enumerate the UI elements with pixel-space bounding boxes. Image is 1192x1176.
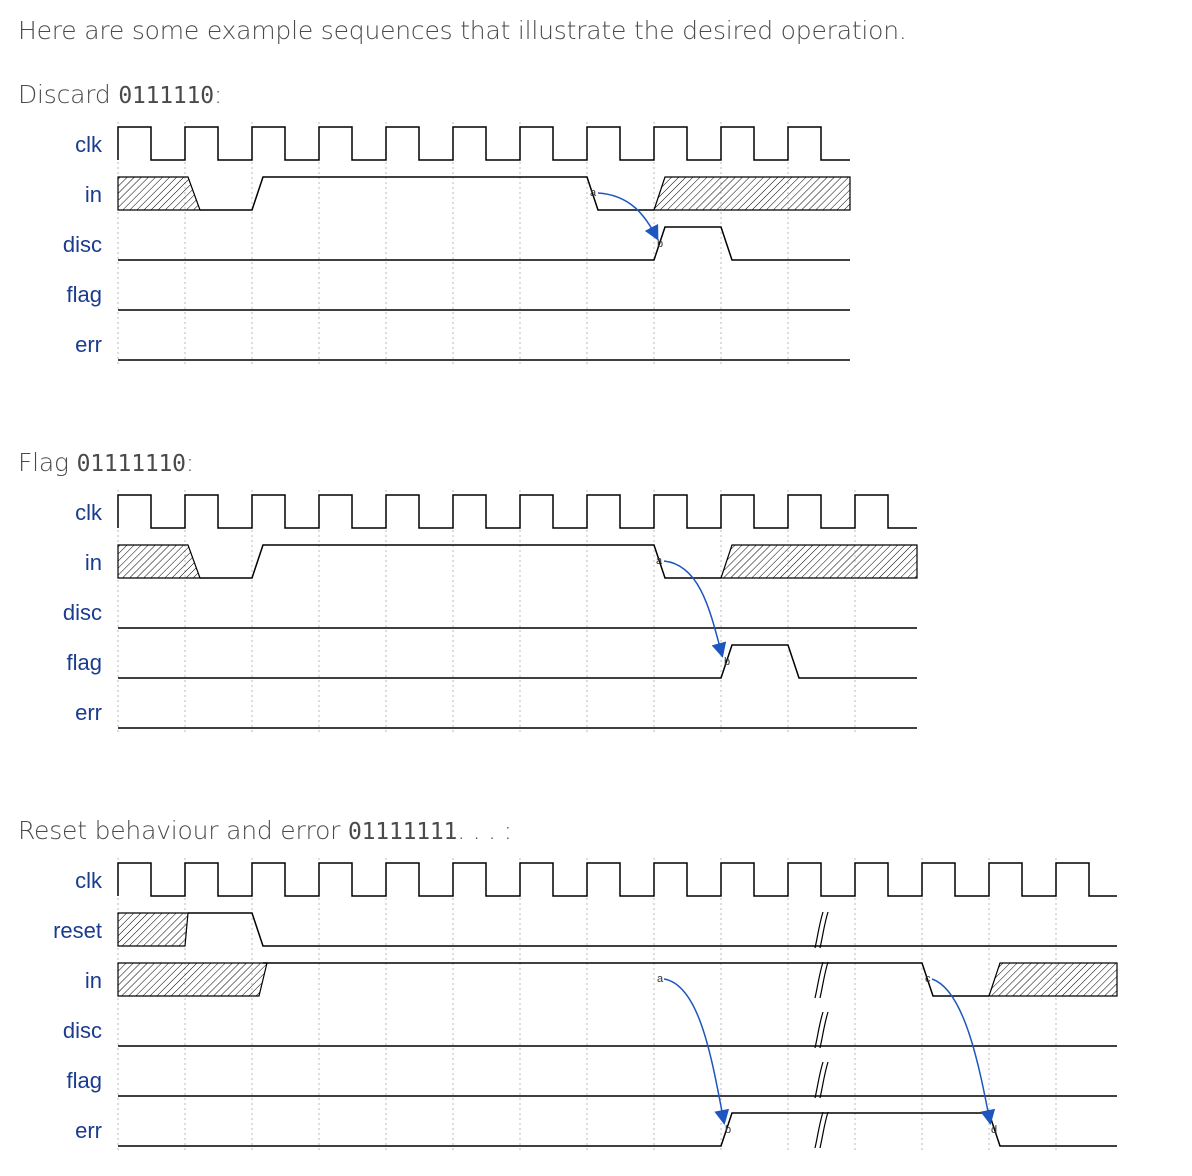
reset-label-in: in [85, 968, 102, 993]
discard-arrow-a-b [597, 192, 659, 241]
flag-title-code: 01111110 [76, 451, 186, 477]
discard-title: Discard 0111110: [18, 80, 222, 109]
discard-title-text: Discard [18, 80, 119, 109]
flag-title: Flag 01111110: [18, 448, 194, 477]
flag-label-flag: flag [67, 650, 102, 675]
reset-title: Reset behaviour and error 01111111. . . … [18, 816, 512, 845]
flag-title-text: Flag [18, 448, 77, 477]
discard-label-disc: disc [63, 232, 102, 257]
reset-wave-err [118, 1112, 1117, 1147]
flag-label-in: in [85, 550, 102, 575]
reset-title-code: 01111111 [348, 819, 458, 845]
flag-annot-a: a [656, 555, 663, 567]
flag-wave-flag [118, 644, 917, 679]
flag-arrow-a-b [663, 560, 727, 658]
discard-annot-b: b [657, 238, 663, 250]
reset-timing-diagram: clk reset in disc flag err a b c d [53, 858, 1118, 1150]
flag-label-err: err [75, 700, 102, 725]
flag-timing-diagram: clk in disc flag err a b [63, 490, 918, 733]
discard-grid [117, 122, 789, 365]
reset-annot-a: a [657, 973, 664, 985]
discard-label-in: in [85, 182, 102, 207]
reset-annot-c: c [925, 973, 931, 985]
reset-wave-reset [117, 912, 1117, 947]
reset-annot-d: d [991, 1124, 997, 1136]
discard-label-err: err [75, 332, 102, 357]
reset-arrow-a-b [663, 978, 730, 1125]
flag-wave-clk [117, 494, 917, 529]
reset-annot-b: b [725, 1124, 731, 1136]
flag-label-disc: disc [63, 600, 102, 625]
flag-grid [117, 490, 856, 733]
flag-title-suffix: : [185, 448, 195, 477]
discard-title-suffix: : [213, 80, 223, 109]
reset-wave-in [117, 962, 1118, 997]
flag-label-clk: clk [75, 500, 103, 525]
reset-label-reset: reset [53, 918, 102, 943]
flag-wave-in [117, 544, 918, 579]
reset-title-suffix: . . . : [457, 816, 512, 845]
reset-wave-clk [117, 862, 1117, 897]
reset-arrow-c-d [931, 978, 996, 1125]
reset-title-text: Reset behaviour and error [18, 816, 348, 845]
intro-text: Here are some example sequences that ill… [18, 16, 907, 45]
discard-title-code: 0111110 [118, 83, 214, 109]
reset-label-err: err [75, 1118, 102, 1143]
reset-label-flag: flag [67, 1068, 102, 1093]
reset-label-disc: disc [63, 1018, 102, 1043]
discard-wave-in [117, 176, 851, 211]
discard-wave-clk [117, 126, 850, 161]
reset-grid [117, 858, 1057, 1150]
reset-time-break-marks [814, 911, 829, 1149]
flag-annot-b: b [724, 656, 730, 668]
discard-annot-a: a [590, 187, 597, 199]
discard-timing-diagram: clk in disc flag err a b [63, 122, 851, 365]
discard-wave-disc [118, 226, 850, 261]
discard-label-clk: clk [75, 132, 103, 157]
reset-label-clk: clk [75, 868, 103, 893]
discard-label-flag: flag [67, 282, 102, 307]
